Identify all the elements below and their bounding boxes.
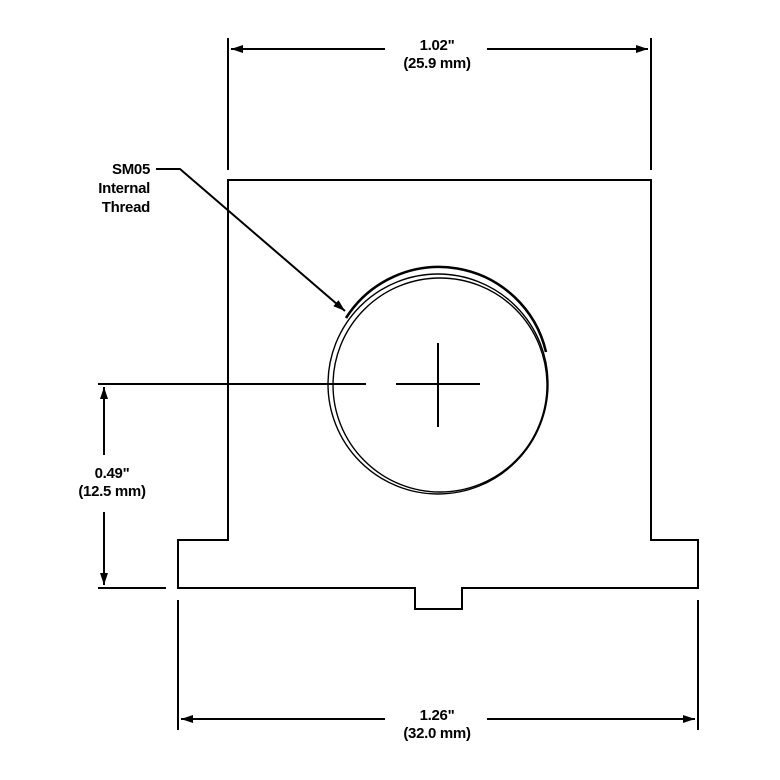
top-width-dimension: 1.02" (25.9 mm) [227, 37, 652, 170]
center-height-metric: (12.5 mm) [78, 483, 146, 500]
center-height-imperial: 0.49" [95, 465, 130, 482]
callout-line-3: Thread [102, 199, 150, 216]
bottom-width-imperial: 1.26" [420, 707, 455, 724]
bottom-width-dimension: 1.26" (32.0 mm) [177, 600, 699, 742]
bottom-width-metric: (32.0 mm) [403, 725, 471, 742]
top-width-metric: (25.9 mm) [403, 55, 471, 72]
top-width-imperial: 1.02" [420, 37, 455, 54]
center-height-dimension: 0.49" (12.5 mm) [78, 383, 366, 589]
mount-body-outline [177, 179, 699, 610]
callout-line-2: Internal [98, 180, 150, 197]
center-crosshair [396, 343, 480, 427]
thread-callout: SM05 Internal Thread [98, 161, 346, 312]
callout-line-1: SM05 [112, 161, 150, 178]
